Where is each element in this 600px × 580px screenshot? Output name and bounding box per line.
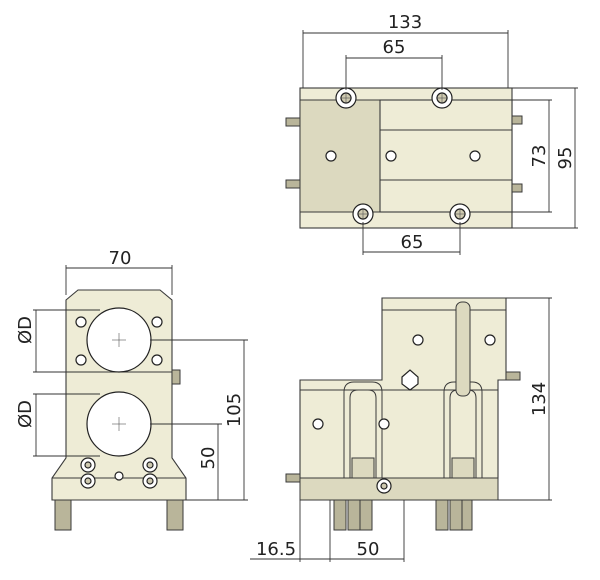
dim-side-spacing: 50 — [357, 539, 380, 560]
dim-top-bolt-spacing: 65 — [383, 37, 406, 58]
dim-side-height: 134 — [529, 382, 550, 416]
dim-height-outer: 95 — [555, 147, 576, 170]
top-view-left-block — [299, 99, 381, 213]
dim-height-inner: 73 — [529, 145, 550, 168]
dim-bore-top: ØD — [15, 316, 36, 344]
side-view: 134 16.5 50 — [250, 297, 552, 562]
dim-front-height-total: 105 — [224, 393, 245, 427]
dim-side-offset: 16.5 — [256, 539, 296, 560]
side-view-base — [299, 477, 499, 501]
top-view-right-block — [379, 99, 513, 213]
dim-top-width: 133 — [388, 12, 422, 33]
side-view-body — [299, 297, 507, 479]
dim-bottom-bolt-spacing: 65 — [401, 232, 424, 253]
dim-bore-bottom: ØD — [15, 400, 36, 428]
dim-front-width: 70 — [109, 248, 132, 269]
front-view-bores — [75, 307, 163, 489]
side-view-handle — [455, 301, 471, 397]
front-view: 70 ØD ØD 105 50 — [15, 248, 248, 531]
top-view: 133 65 65 73 95 — [285, 12, 578, 255]
dim-front-height-lower: 50 — [198, 447, 219, 470]
top-view-bolt-holes — [325, 87, 481, 225]
